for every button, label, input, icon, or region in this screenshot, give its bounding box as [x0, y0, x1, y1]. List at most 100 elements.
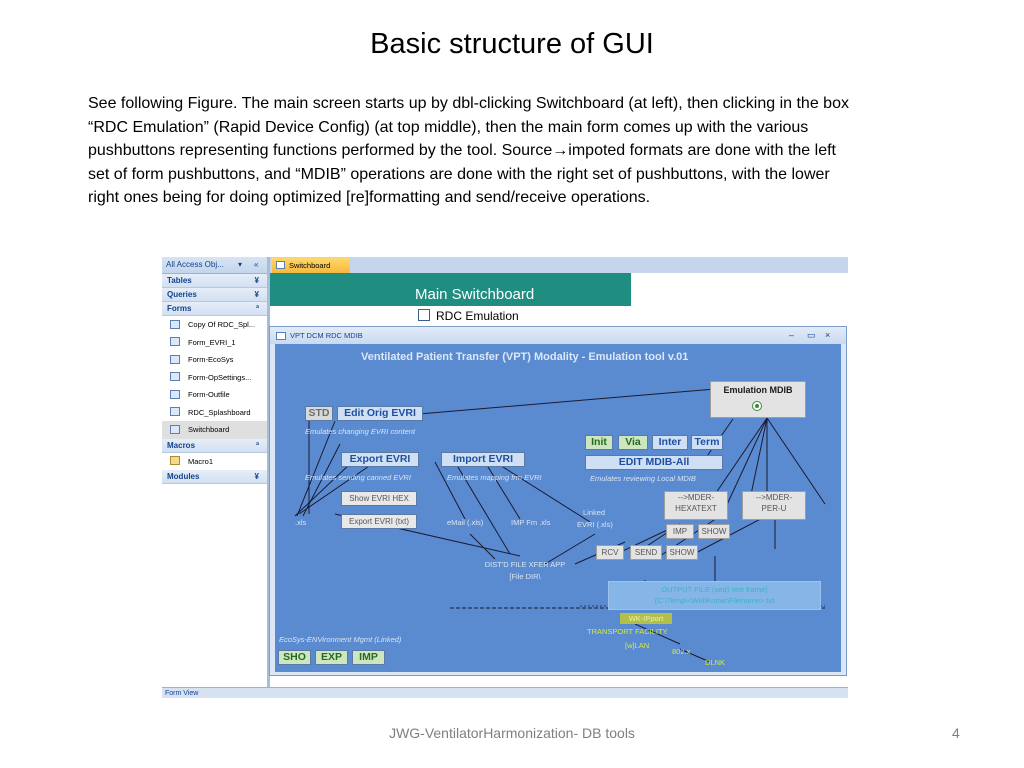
access-screenshot: All Access Obj... ▾ « Tables¥ Queries ¥ F…	[162, 257, 848, 698]
nav-group-label: Macros	[167, 440, 196, 450]
output-file-box	[608, 581, 821, 610]
mder-per-u-button[interactable]: -->MDER- PER-U	[742, 491, 806, 520]
exp-button[interactable]: EXP	[315, 650, 348, 665]
imp2-button[interactable]: IMP	[352, 650, 385, 665]
nav-item-label: Form-EcoSys	[188, 355, 234, 364]
nav-item-form[interactable]: Form-Outfile	[162, 386, 267, 404]
inter-button[interactable]: Inter	[652, 435, 688, 450]
mder-hex-line2: HEXATEXT	[675, 504, 717, 513]
close-icon[interactable]: ×	[825, 330, 831, 340]
switchboard-button-row	[402, 307, 631, 325]
navigation-pane: All Access Obj... ▾ « Tables¥ Queries ¥ F…	[162, 257, 270, 687]
imp-fm-label: IMP Fm .xls	[511, 518, 551, 527]
form-icon	[170, 354, 180, 364]
export-evri-txt-button[interactable]: Export EVRI (txt)	[341, 514, 417, 529]
slide-body: See following Figure. The main screen st…	[88, 92, 968, 210]
body-line: “RDC Emulation” (Rapid Device Config) (a…	[88, 118, 809, 136]
import-caption: Emulates mapping frm EVRI	[447, 473, 542, 482]
mder-peru-line2: PER-U	[761, 504, 787, 513]
show2-button[interactable]: SHOW	[666, 545, 698, 560]
maximize-icon[interactable]: ▭	[807, 330, 816, 340]
form-icon	[170, 407, 180, 417]
dropdown-icon[interactable]: ▾	[238, 260, 243, 269]
edit-mdib-all-button[interactable]: EDIT MDIB-All	[585, 455, 723, 470]
form-icon	[170, 372, 180, 382]
mder-hex-line1: -->MDER-	[677, 493, 715, 502]
export-evri-button[interactable]: Export EVRI	[341, 452, 419, 467]
nav-item-label: Copy Of RDC_Spl...	[188, 320, 256, 329]
nav-item-form[interactable]: Form-OpSettings...	[162, 369, 267, 387]
nav-item-form[interactable]: RDC_Splashboard	[162, 404, 267, 422]
radio-icon[interactable]	[752, 401, 762, 411]
std-button[interactable]: STD	[305, 406, 333, 421]
vpt-window-title: VPT DCM RDC MDIB	[290, 331, 363, 340]
body-line: right ones being for doing optimized [re…	[88, 189, 651, 206]
sho-button[interactable]: SHO	[278, 650, 311, 665]
macro-icon	[170, 456, 180, 466]
nav-item-form[interactable]: Form_EVRI_1	[162, 334, 267, 352]
emulation-mdib-label: Emulation MDIB	[723, 385, 793, 395]
nav-header-label: All Access Obj...	[166, 260, 224, 269]
mder-peru-line1: -->MDER-	[755, 493, 793, 502]
wlan-label: [w]LAN	[625, 641, 650, 650]
status-bar: Form View	[162, 687, 848, 698]
nav-item-label: Switchboard	[188, 425, 230, 434]
tab-switchboard[interactable]: Switchboard	[272, 258, 350, 273]
xls-label: .xls	[295, 518, 307, 527]
rdc-emulation-button[interactable]	[418, 309, 430, 321]
imp-button[interactable]: IMP	[666, 524, 694, 539]
send-button[interactable]: SEND	[630, 545, 662, 560]
expand-icon[interactable]: ¥	[254, 290, 259, 299]
nav-group-tables[interactable]: Tables¥	[162, 274, 267, 288]
nav-item-form[interactable]: Copy Of RDC_Spl...	[162, 316, 267, 334]
collapse-icon[interactable]: «	[254, 260, 259, 269]
export-caption: Emulates sending canned EVRI	[305, 473, 411, 482]
nav-group-forms[interactable]: Forms ª	[162, 302, 267, 316]
form-icon	[170, 389, 180, 399]
term-button[interactable]: Term	[691, 435, 723, 450]
show-button[interactable]: SHOW	[698, 524, 730, 539]
edit-orig-evri-button[interactable]: Edit Orig EVRI	[337, 406, 423, 421]
nav-group-label: Queries	[167, 290, 197, 299]
slide-title: Basic structure of GUI	[370, 28, 654, 60]
nav-item-label: Form_EVRI_1	[188, 337, 236, 347]
init-button[interactable]: Init	[585, 435, 613, 450]
via-button[interactable]: Via	[618, 435, 648, 450]
nav-group-label: Forms	[167, 304, 192, 313]
body-line: set of form pushbuttons, and “MDIB” oper…	[88, 165, 830, 183]
dist-file-label: DIST'D FILE XFER APP	[484, 560, 566, 569]
nav-group-label: Modules	[167, 472, 200, 481]
nav-group-queries[interactable]: Queries ¥	[162, 288, 267, 302]
page-number: 4	[952, 725, 960, 741]
import-evri-button[interactable]: Import EVRI	[441, 452, 525, 467]
form-icon	[276, 332, 286, 340]
rdc-emulation-label[interactable]: RDC Emulation	[436, 309, 519, 323]
vpt-title-bar[interactable]: VPT DCM RDC MDIB – ▭ ×	[270, 327, 846, 344]
mder-hexatext-button[interactable]: -->MDER- HEXATEXT	[664, 491, 728, 520]
x802-label: 802.x	[672, 647, 691, 656]
nav-group-macros[interactable]: Macros ª	[162, 438, 267, 453]
transport-label: TRANSPORT FACILITY	[587, 627, 668, 636]
collapse-group-icon[interactable]: ª	[256, 304, 259, 313]
minimize-icon[interactable]: –	[789, 330, 795, 340]
linked-evri-label: EVRI (.xls)	[577, 520, 613, 529]
review-caption: Emulates reviewing Local MDIB	[590, 474, 696, 483]
rcv-button[interactable]: RCV	[596, 545, 624, 560]
nav-group-modules[interactable]: Modules ¥	[162, 470, 267, 484]
emulation-mdib-box[interactable]	[710, 381, 806, 418]
edit-caption: Emulates changing EVRI content	[305, 427, 416, 436]
nav-item-switchboard[interactable]: Switchboard	[162, 421, 267, 439]
nav-header[interactable]: All Access Obj... ▾ «	[162, 257, 267, 274]
expand-icon[interactable]: ¥	[254, 472, 259, 481]
expand-icon[interactable]: ¥	[254, 276, 259, 285]
show-evri-hex-button[interactable]: Show EVRI HEX	[341, 491, 417, 506]
collapse-group-icon[interactable]: ª	[256, 440, 259, 450]
nav-item-label: Form-OpSettings...	[188, 372, 252, 382]
email-xls-label: eMail (.xls)	[447, 518, 484, 527]
vpt-form-window: VPT DCM RDC MDIB – ▭ ×	[269, 326, 847, 676]
nav-item-form[interactable]: Form-EcoSys	[162, 351, 267, 369]
document-tab-bar: Switchboard	[270, 257, 848, 273]
nav-item-macro[interactable]: Macro1	[162, 453, 267, 471]
wk-ipport-label: WK-IPport	[620, 613, 672, 624]
body-line: pushbuttons representing functions perfo…	[88, 142, 836, 159]
